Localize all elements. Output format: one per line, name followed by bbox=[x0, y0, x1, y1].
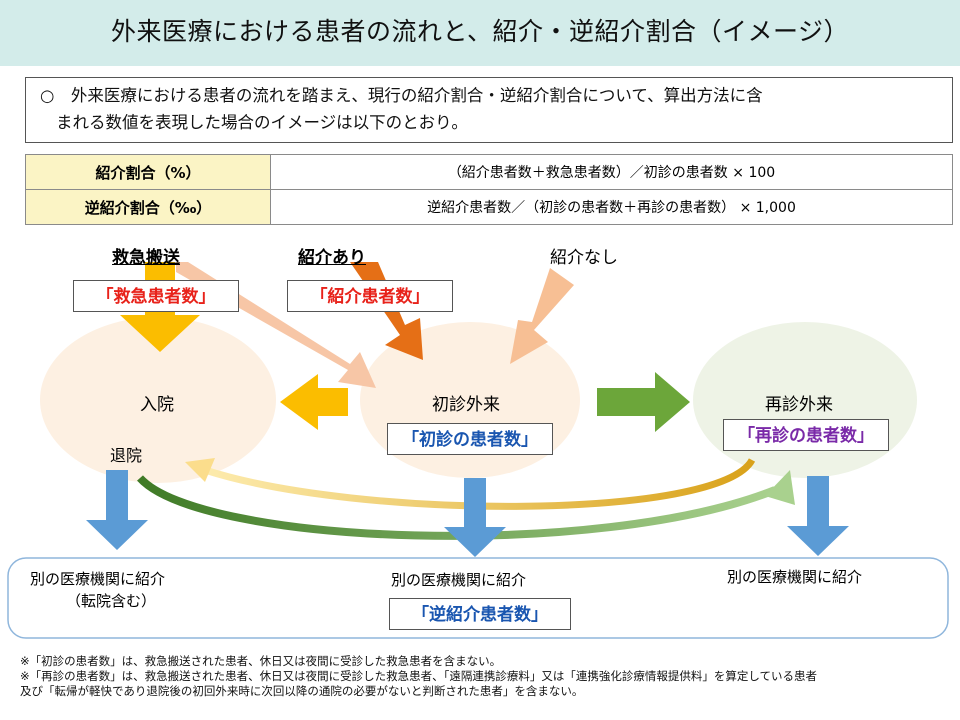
no-referral-label: 紹介なし bbox=[550, 248, 618, 268]
footnote-2: ※「再診の患者数」は、救急搬送された患者、休日又は夜間に受診した救急患者、「遠隔… bbox=[20, 669, 818, 683]
note-line-2: まれる数値を表現した場合のイメージは以下のとおり。 bbox=[56, 113, 468, 132]
referral-patients-box: 「紹介患者数」 bbox=[287, 280, 453, 312]
footnote-1: ※「初診の患者数」は、救急搬送された患者、休日又は夜間に受診した救急患者を含まな… bbox=[20, 654, 502, 668]
revisit-to-discharge-curve bbox=[203, 458, 756, 510]
to-revisit-arrow bbox=[597, 372, 690, 432]
discharge-label: 退院 bbox=[110, 446, 143, 465]
left-down-arrow bbox=[86, 470, 148, 550]
inpatient-node bbox=[40, 317, 276, 483]
first-visit-label: 初診外来 bbox=[432, 395, 500, 415]
footnote-3: 及び「転帰が軽快であり退院後の初回外来時に次回以降の通院の必要がないと判断された… bbox=[20, 684, 584, 698]
note-box bbox=[25, 77, 953, 143]
emergency-transport-label: 救急搬送 bbox=[112, 248, 180, 268]
destination-left-line1: 別の医療機関に紹介 bbox=[30, 570, 166, 588]
note-text: ○ 外来医療における患者の流れを踏まえ、現行の紹介割合・逆紹介割合について、算出… bbox=[40, 82, 945, 136]
curve-head-yellow bbox=[185, 458, 215, 482]
reverse-referral-ratio-label: 逆紹介割合（‰） bbox=[25, 189, 271, 225]
center-down-arrow bbox=[444, 478, 506, 557]
note-line-1: ○ 外来医療における患者の流れを踏まえ、現行の紹介割合・逆紹介割合について、算出… bbox=[40, 86, 763, 105]
inpatient-label: 入院 bbox=[140, 395, 174, 415]
first-visit-patients-box: 「初診の患者数」 bbox=[387, 423, 553, 455]
no-referral-arrow bbox=[510, 268, 574, 364]
title-bar bbox=[0, 0, 960, 66]
destination-box bbox=[7, 557, 949, 639]
destination-center: 別の医療機関に紹介 bbox=[391, 571, 527, 589]
destination-left-line2: （転院含む） bbox=[66, 592, 157, 610]
with-referral-label: 紹介あり bbox=[298, 248, 366, 268]
reverse-referral-ratio-formula: 逆紹介患者数／（初診の患者数＋再診の患者数） × 1,000 bbox=[270, 189, 953, 225]
reverse-referral-patients-box: 「逆紹介患者数」 bbox=[389, 598, 571, 630]
revisit-label: 再診外来 bbox=[765, 395, 833, 415]
destination-right: 別の医療機関に紹介 bbox=[727, 568, 863, 586]
discharge-to-revisit-curve bbox=[137, 475, 777, 540]
revisit-patients-box: 「再診の患者数」 bbox=[723, 419, 889, 451]
right-down-arrow bbox=[787, 476, 849, 556]
page-title: 外来医療における患者の流れと、紹介・逆紹介割合（イメージ） bbox=[110, 17, 849, 46]
formula-table: 紹介割合（%） （紹介患者数＋救急患者数）／初診の患者数 × 100 逆紹介割合… bbox=[25, 154, 953, 225]
table-row: 紹介割合（%） （紹介患者数＋救急患者数）／初診の患者数 × 100 bbox=[25, 154, 953, 190]
referral-ratio-formula: （紹介患者数＋救急患者数）／初診の患者数 × 100 bbox=[270, 154, 953, 190]
emergency-patients-box: 「救急患者数」 bbox=[73, 280, 239, 312]
footnotes: ※「初診の患者数」は、救急搬送された患者、休日又は夜間に受診した救急患者を含まな… bbox=[20, 654, 950, 699]
curve-head-green bbox=[765, 470, 795, 505]
table-row: 逆紹介割合（‰） 逆紹介患者数／（初診の患者数＋再診の患者数） × 1,000 bbox=[25, 189, 953, 225]
admission-arrow bbox=[280, 374, 348, 430]
